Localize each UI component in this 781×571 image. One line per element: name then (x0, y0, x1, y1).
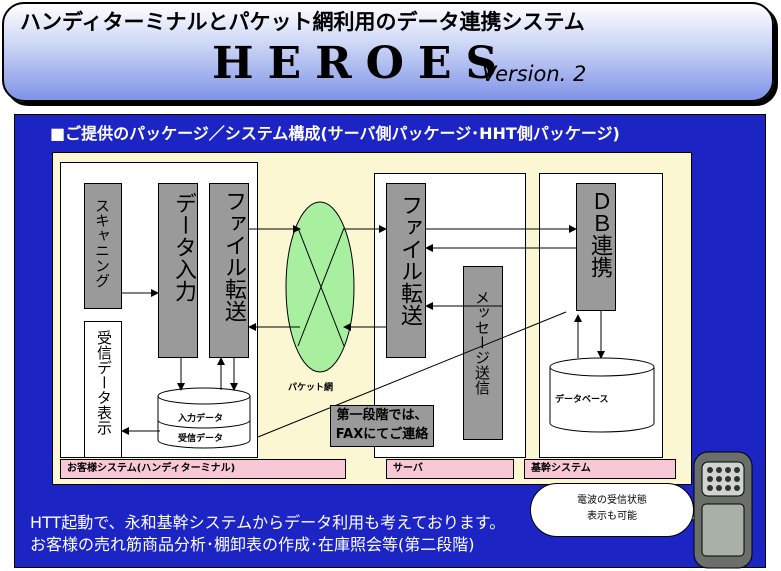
fax-note-line1: 第一段階では、 (336, 408, 428, 423)
file-transfer-server-label: ファイル転送 (397, 194, 422, 326)
core-database-cylinder (549, 357, 655, 433)
handheld-terminal-icon (693, 451, 753, 569)
db-link-label: ＤＢ連携 (587, 190, 612, 278)
header-banner (2, 2, 774, 102)
packet-network-ellipse (285, 201, 355, 373)
received-data-display-box (84, 321, 122, 458)
received-data-label: 受信データ (178, 434, 224, 444)
scanning-box (84, 183, 122, 309)
footer-line-2: お客様の売れ筋商品分析･棚卸表の作成･在庫照会等(第二段階) (30, 535, 475, 554)
data-input-label: データ入力 (171, 192, 196, 302)
banner-title: HEROES (212, 38, 512, 89)
packet-network-label: パケット網 (288, 383, 334, 393)
received-data-display-label: 受信データ表示 (95, 330, 113, 435)
banner-version: Version. 2 (482, 62, 587, 86)
database-label: データベース (555, 395, 609, 405)
client-system-label: お客様システム(ハンディターミナル) (60, 459, 346, 479)
data-input-box (158, 183, 198, 358)
file-transfer-server-box (386, 183, 426, 358)
message-send-box (463, 266, 503, 440)
message-send-label: メッセージ送信 (473, 290, 491, 395)
speech-bubble-text: 電波の受信状態 表示も可能 (530, 493, 694, 525)
scanning-label: スキャニング (93, 198, 111, 288)
footer-line-1: HTT起動で、永和基幹システムからデータ利用も考えております。 (30, 513, 506, 532)
fax-note: 第一段階では、 FAXにてご連絡 (330, 405, 434, 447)
bubble-line2: 表示も可能 (587, 511, 637, 522)
bubble-line1: 電波の受信状態 (577, 495, 647, 506)
db-link-box (576, 183, 616, 311)
banner-subtitle: ハンディターミナルとパケット網利用のデータ連携システム (20, 10, 585, 34)
core-system-label: 基幹システム (524, 459, 676, 479)
fax-note-line2: FAXにてご連絡 (335, 427, 429, 442)
input-data-label: 入力データ (178, 414, 224, 424)
client-database-cylinder (157, 387, 251, 449)
server-label: サーバ (386, 459, 514, 479)
panel-heading: ■ご提供のパッケージ／システム構成(サーバ側パッケージ･HHT側パッケージ) (50, 124, 620, 143)
file-transfer-client-box (209, 183, 249, 358)
speech-bubble (530, 483, 694, 537)
file-transfer-client-label: ファイル転送 (221, 190, 246, 322)
